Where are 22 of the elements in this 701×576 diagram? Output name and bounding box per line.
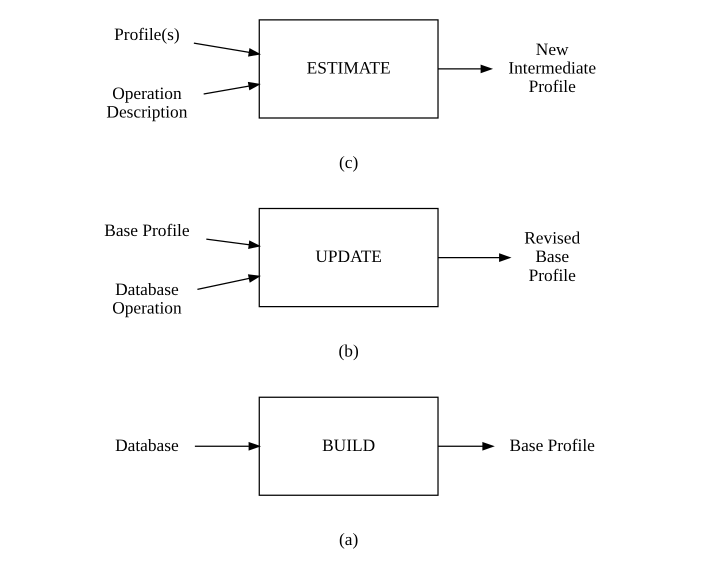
label: (b) (338, 342, 359, 361)
node-box: BUILD (258, 396, 439, 496)
node-text: Profile(s) (114, 24, 180, 44)
arrow (438, 442, 495, 451)
arrow (194, 442, 262, 451)
node-box: UPDATE (258, 208, 439, 308)
arrow (206, 238, 262, 249)
arrow (197, 274, 261, 290)
node-text: Revised Base Profile (524, 228, 580, 285)
node-box: ESTIMATE (258, 19, 439, 119)
label: (a) (338, 530, 358, 550)
node-text: Base Profile (104, 221, 190, 240)
label: (c) (338, 152, 358, 172)
node-text: Database Operation (112, 280, 182, 318)
node-text: Base Profile (510, 436, 595, 455)
node-text: Operation Description (106, 84, 188, 122)
arrow (438, 253, 512, 262)
arrow (438, 64, 494, 74)
node-text: Database (115, 436, 179, 455)
arrow (204, 82, 261, 95)
arrow (194, 42, 261, 57)
node-text: New Intermediate Profile (508, 40, 596, 96)
